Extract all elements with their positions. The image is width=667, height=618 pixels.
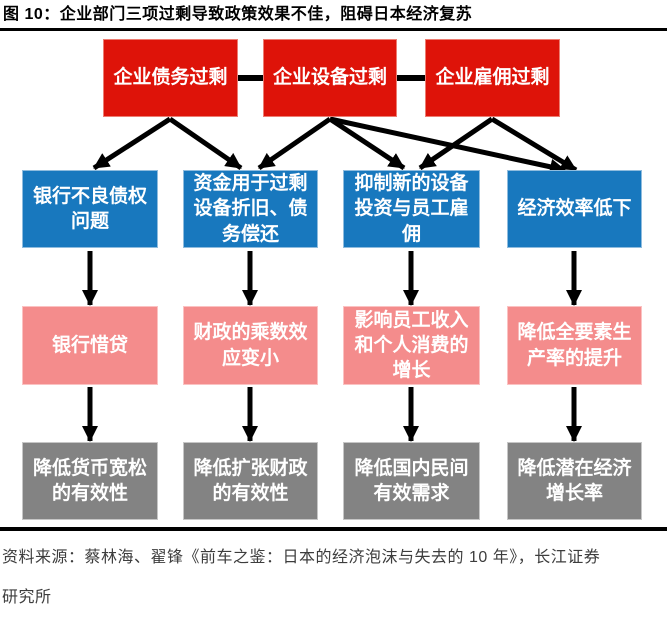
bottom-rule bbox=[0, 527, 667, 531]
box-income-consumption-impact: 影响员工收入和个人消费的增长 bbox=[343, 306, 480, 385]
box-bank-bad-debt: 银行不良债权问题 bbox=[22, 170, 158, 248]
source-note-line2: 研究所 bbox=[2, 589, 52, 606]
page-title: 图 10：企业部门三项过剩导致政策效果不佳，阻碍日本经济复苏 bbox=[3, 6, 473, 23]
flow-arrow bbox=[328, 116, 406, 171]
source-note: 资料来源：蔡林海、翟锋《前车之鉴：日本的经济泡沫与失去的 10 年》，长江证券 … bbox=[2, 538, 665, 618]
title-underline bbox=[0, 28, 667, 31]
box-lower-domestic-demand: 降低国内民间有效需求 bbox=[343, 442, 480, 520]
box-lower-monetary-easing-effect: 降低货币宽松的有效性 bbox=[22, 442, 158, 520]
box-fiscal-multiplier-smaller: 财政的乘数效应变小 bbox=[183, 306, 318, 385]
box-suppress-investment: 抑制新的设备投资与员工雇佣 bbox=[343, 170, 480, 248]
box-lower-fiscal-expansion-effect: 降低扩张财政的有效性 bbox=[183, 442, 318, 520]
box-company-debt-excess: 企业债务过剩 bbox=[103, 39, 238, 117]
flow-arrow bbox=[418, 116, 494, 171]
box-low-efficiency: 经济效率低下 bbox=[507, 170, 642, 248]
source-note-line1: 资料来源：蔡林海、翟锋《前车之鉴：日本的经济泡沫与失去的 10 年》，长江证券 bbox=[2, 549, 601, 566]
flow-arrow bbox=[257, 116, 332, 171]
box-funds-for-depreciation: 资金用于过剩设备折旧、债务偿还 bbox=[183, 170, 318, 248]
box-lower-potential-growth: 降低潜在经济增长率 bbox=[507, 442, 642, 520]
box-lower-tfp-growth: 降低全要素生产率的提升 bbox=[507, 306, 642, 385]
flow-arrow bbox=[329, 116, 566, 175]
box-company-equipment-excess: 企业设备过剩 bbox=[263, 39, 397, 117]
box-bank-credit-crunch: 银行惜贷 bbox=[22, 306, 158, 385]
flow-arrow bbox=[168, 116, 243, 171]
flow-arrow bbox=[92, 116, 172, 171]
flow-arrow bbox=[490, 116, 578, 173]
box-company-employment-excess: 企业雇佣过剩 bbox=[425, 39, 560, 117]
